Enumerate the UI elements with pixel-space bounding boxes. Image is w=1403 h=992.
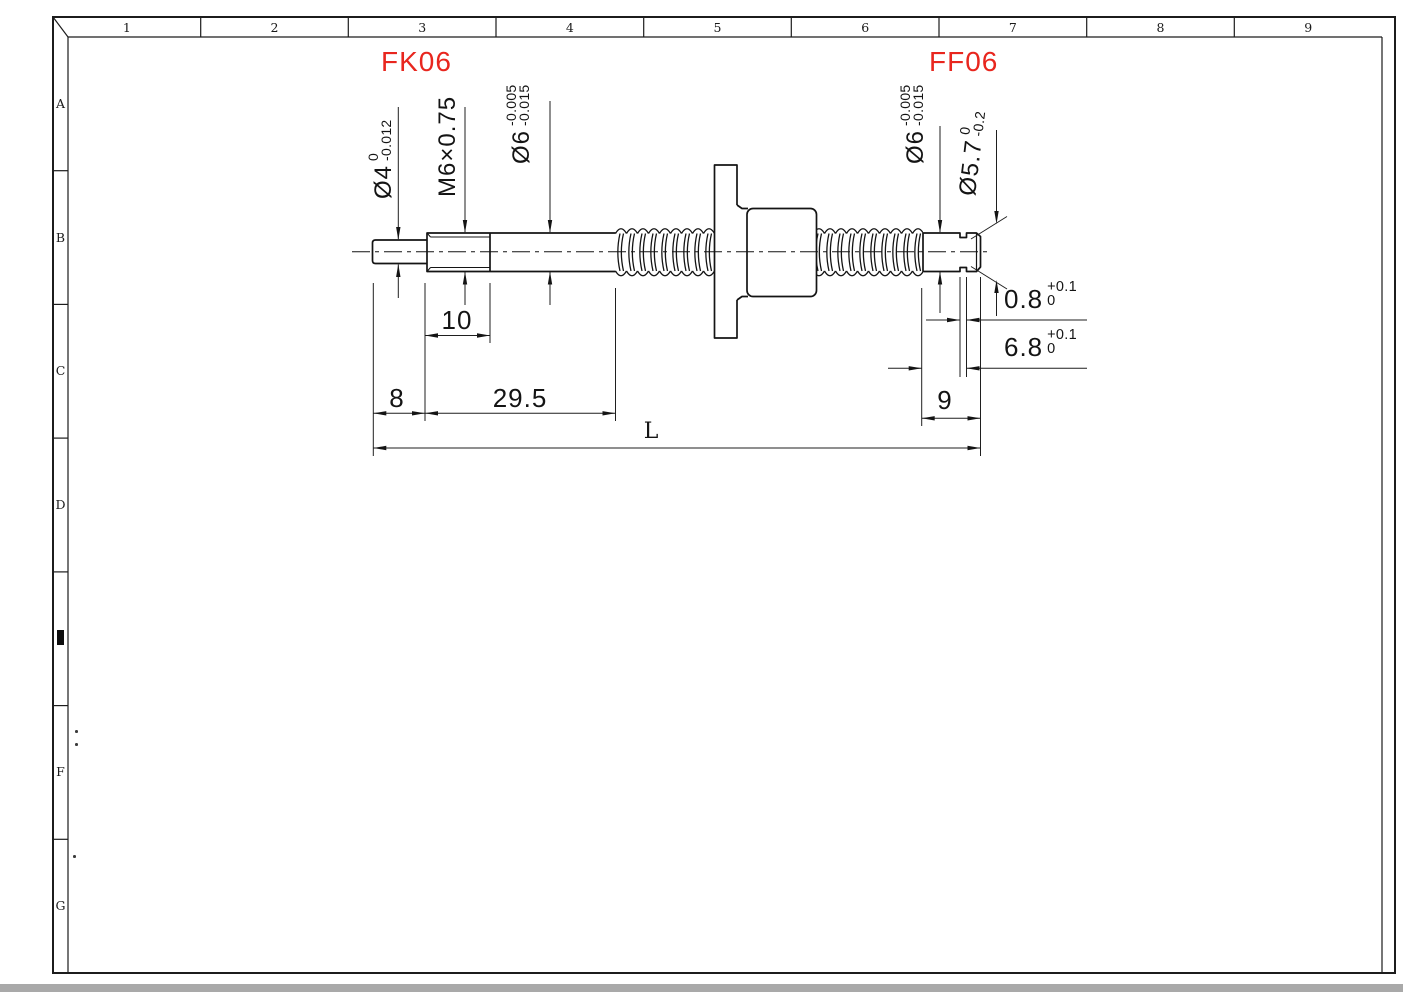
dim-groove-position-value: 6.8	[1004, 332, 1044, 362]
tolerance-lower: -0.015	[910, 84, 926, 126]
row-label-d: D	[55, 497, 66, 512]
dim-thread-length: 10	[441, 305, 473, 335]
extension-lines	[372, 277, 981, 456]
row-label-f: F	[56, 764, 65, 780]
bottom-scroll-bar[interactable]	[0, 984, 1403, 992]
tolerance-lower: 0	[1047, 293, 1056, 309]
dim-shaft-end-diameter-tolerance: 0 -0.012	[365, 119, 395, 161]
tolerance-lower: -0.015	[516, 84, 532, 126]
dim-left-journal-diameter: Ø6 -0.005 -0.015	[502, 84, 542, 164]
column-label-5: 5	[713, 20, 722, 35]
dim-fixing-thread-value: M6×0.75	[434, 95, 461, 197]
dim-groove-position: 6.8 +0.1 0	[1004, 328, 1077, 362]
sheet-speck	[75, 730, 78, 733]
tolerance-upper: +0.1	[1047, 279, 1077, 295]
row-label-e: E	[57, 629, 64, 645]
dim-right-journal-value: Ø6	[902, 129, 929, 164]
dim-shaft-end-diameter: Ø4 0 -0.012	[365, 103, 398, 199]
dim-groove-diameter-tolerance: 0 -0.2	[956, 109, 989, 138]
model-label-ff06: FF06	[929, 46, 999, 77]
model-label-fk06: FK06	[381, 46, 452, 77]
row-label-b: B	[55, 229, 66, 245]
tolerance-lower: 0	[1047, 341, 1056, 357]
row-label-a: A	[55, 96, 66, 111]
shaft-smooth-section	[426, 232, 616, 273]
tolerance-lower: -0.012	[378, 119, 394, 161]
screw-thread-right	[816, 225, 923, 279]
dim-right-journal-length: 9	[937, 385, 953, 415]
dim-total-length: L	[643, 419, 659, 444]
dim-right-journal-tolerance: -0.005 -0.015	[897, 84, 927, 126]
column-label-9: 9	[1304, 20, 1313, 35]
arrowheads	[373, 211, 999, 451]
sheet-speck	[73, 855, 76, 858]
column-label-7: 7	[1008, 20, 1017, 35]
title-frame	[52, 16, 1396, 974]
nut-body	[746, 207, 818, 298]
column-label-3: 3	[418, 20, 427, 35]
tolerance-lower: -0.2	[969, 110, 989, 138]
dim-groove-width: 0.8 +0.1 0	[1004, 280, 1077, 314]
dim-fixing-thread-spec: M6×0.75	[434, 96, 461, 197]
row-label-g: G	[55, 898, 66, 913]
dim-groove-position-tolerance: +0.1 0	[1047, 327, 1077, 357]
dim-end-stub-length: 8	[389, 383, 405, 413]
m6-thread-minor-lines	[426, 232, 490, 272]
dim-smooth-section-length: 29.5	[492, 383, 548, 413]
dim-groove-width-tolerance: +0.1 0	[1047, 279, 1077, 309]
column-label-4: 4	[565, 20, 574, 35]
nut-flange-plate	[713, 164, 738, 339]
dim-shaft-end-diameter-value: Ø4	[370, 164, 397, 199]
row-ticks	[53, 170, 68, 840]
column-label-6: 6	[861, 20, 870, 35]
column-label-2: 2	[270, 20, 279, 35]
column-label-1: 1	[122, 20, 131, 35]
screw-thread-left	[615, 225, 715, 279]
column-ticks	[200, 17, 1235, 37]
screw-thread	[615, 225, 923, 279]
dim-groove-width-value: 0.8	[1004, 284, 1044, 314]
tolerance-upper: +0.1	[1047, 327, 1077, 343]
dim-left-journal-tolerance: -0.005 -0.015	[503, 84, 533, 126]
sheet-speck	[75, 743, 78, 746]
nut-assembly	[713, 164, 818, 339]
right-journal-with-groove	[923, 232, 982, 273]
shaft-end-stub	[371, 239, 427, 265]
dimension-lines	[373, 319, 1087, 449]
column-label-8: 8	[1156, 20, 1165, 35]
row-label-c: C	[55, 363, 66, 379]
dim-left-journal-value: Ø6	[508, 129, 535, 164]
dim-right-journal-diameter: Ø6 -0.005 -0.015	[896, 84, 936, 164]
